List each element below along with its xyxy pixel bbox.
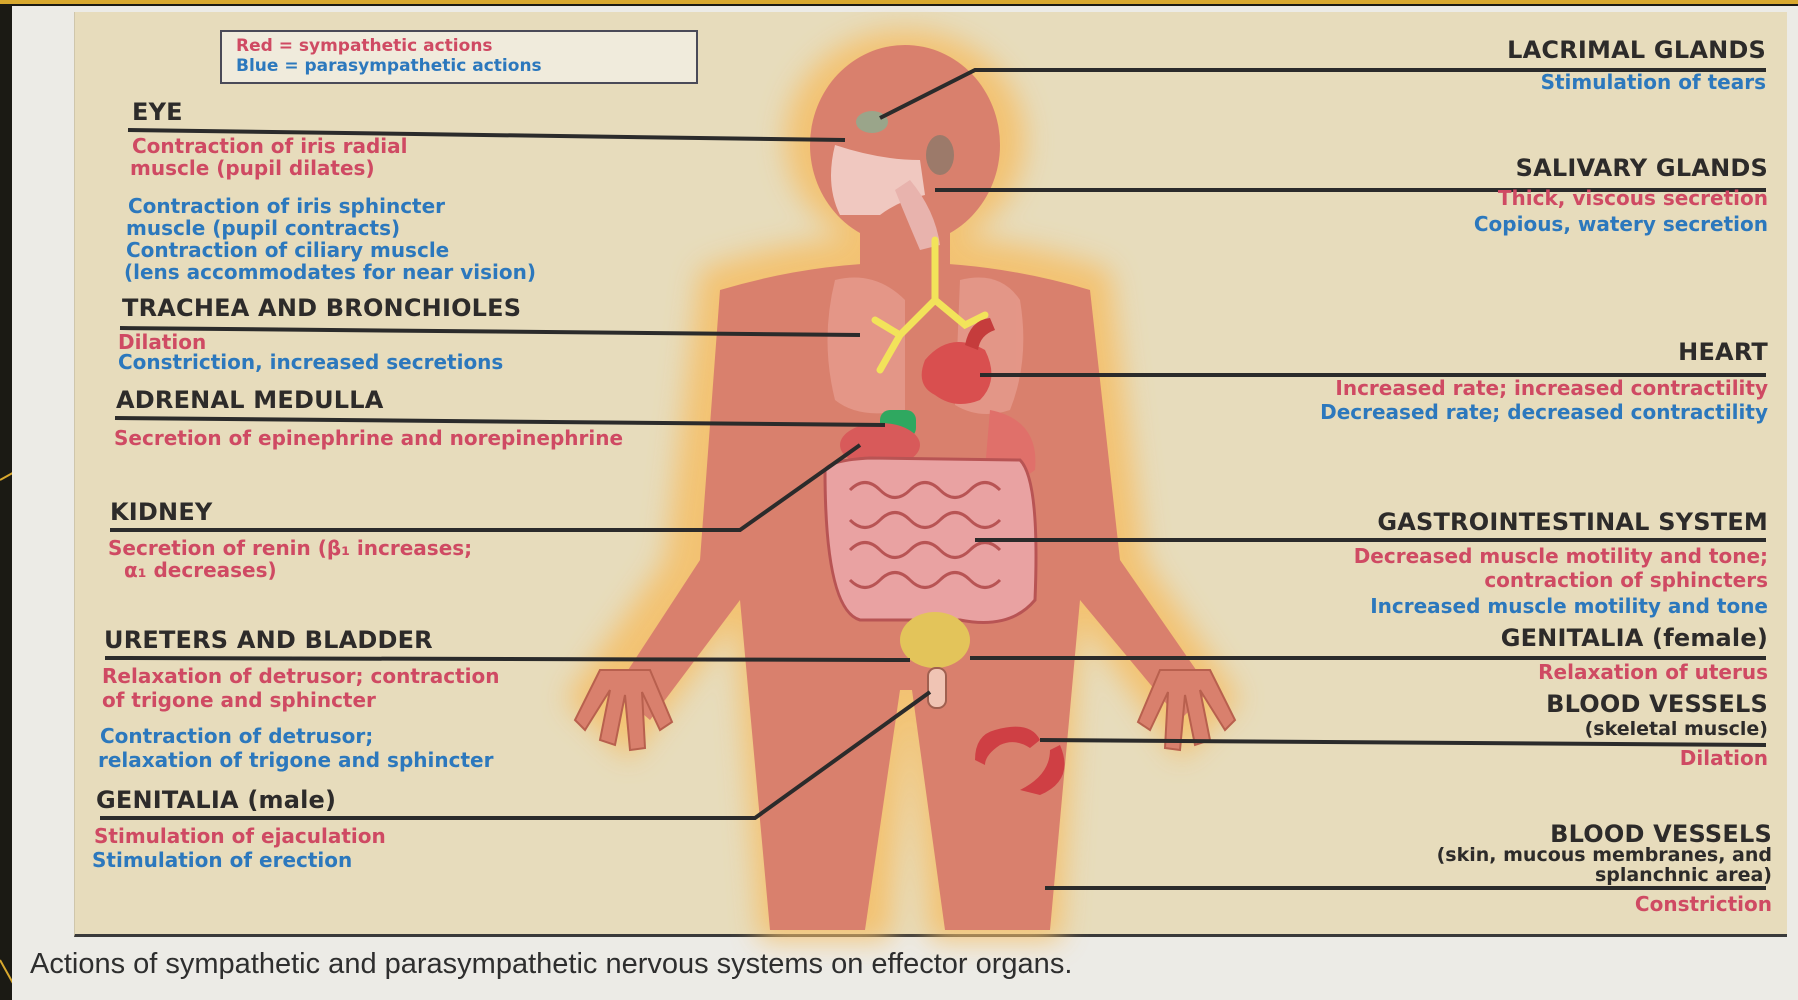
kidney-title: KIDNEY (110, 500, 213, 525)
eye-blue-2: muscle (pupil contracts) (126, 218, 400, 239)
gi-red-2: contraction of sphincters (1484, 570, 1768, 591)
salivary-blue-1: Copious, watery secretion (1474, 214, 1768, 235)
lacrimal-blue-1: Stimulation of tears (1541, 72, 1766, 93)
heart-red-1: Increased rate; increased contractility (1335, 378, 1768, 399)
adrenal-red-1: Secretion of epinephrine and norepinephr… (114, 428, 623, 449)
gi-title: GASTROINTESTINAL SYSTEM (1377, 510, 1768, 535)
legend-blue: Blue = parasympathetic actions (236, 56, 682, 76)
trachea-blue-1: Constriction, increased secretions (118, 352, 503, 373)
vessels-skeletal-sub: (skeletal muscle) (1585, 720, 1768, 740)
vessels-skeletal-title: BLOOD VESSELS (1546, 692, 1768, 717)
bladder (900, 612, 970, 668)
salivary-red-1: Thick, viscous secretion (1498, 188, 1768, 209)
eye-red-2: muscle (pupil dilates) (130, 158, 375, 179)
heart-blue-1: Decreased rate; decreased contractility (1320, 402, 1768, 423)
salivary-title: SALIVARY GLANDS (1516, 156, 1768, 181)
ureters-blue-2: relaxation of trigone and sphincter (98, 750, 493, 771)
ureters-title: URETERS AND BLADDER (104, 628, 433, 653)
color-legend: Red = sympathetic actions Blue = parasym… (220, 30, 698, 84)
genitalia-male-title: GENITALIA (male) (96, 788, 336, 813)
vessels-skin-sub-1: (skin, mucous membranes, and (1437, 846, 1772, 866)
eye-blue-3: Contraction of ciliary muscle (126, 240, 449, 261)
trachea-title: TRACHEA AND BRONCHIOLES (122, 296, 521, 321)
gi-red-1: Decreased muscle motility and tone; (1354, 546, 1768, 567)
ureters-blue-1: Contraction of detrusor; (100, 726, 373, 747)
genitalia-male-blue-1: Stimulation of erection (92, 850, 352, 871)
eye-title: EYE (132, 100, 183, 125)
gi-blue-1: Increased muscle motility and tone (1370, 596, 1768, 617)
lacrimal-title: LACRIMAL GLANDS (1507, 38, 1766, 63)
adrenal-title: ADRENAL MEDULLA (116, 388, 384, 413)
genitalia-male-red-1: Stimulation of ejaculation (94, 826, 386, 847)
eye-blue-4: (lens accommodates for near vision) (124, 262, 536, 283)
kidney-red-2: α₁ decreases) (124, 560, 277, 581)
vessels-skin-sub-2: splanchnic area) (1595, 866, 1772, 886)
genitalia-female-red-1: Relaxation of uterus (1538, 662, 1768, 683)
penis (928, 668, 946, 708)
vessels-skin-red-1: Constriction (1635, 894, 1772, 915)
kidney-red-1: Secretion of renin (β₁ increases; (108, 538, 472, 559)
heart-title: HEART (1678, 340, 1768, 365)
figure-caption: Actions of sympathetic and parasympathet… (30, 948, 1072, 981)
ureters-red-2: of trigone and sphincter (102, 690, 376, 711)
genitalia-female-title: GENITALIA (female) (1501, 626, 1768, 651)
eye-blue-1: Contraction of iris sphincter (128, 196, 445, 217)
ureters-red-1: Relaxation of detrusor; contraction (102, 666, 500, 687)
vessels-skeletal-red-1: Dilation (1680, 748, 1768, 769)
legend-red: Red = sympathetic actions (236, 36, 682, 56)
eye-red-1: Contraction of iris radial (132, 136, 408, 157)
